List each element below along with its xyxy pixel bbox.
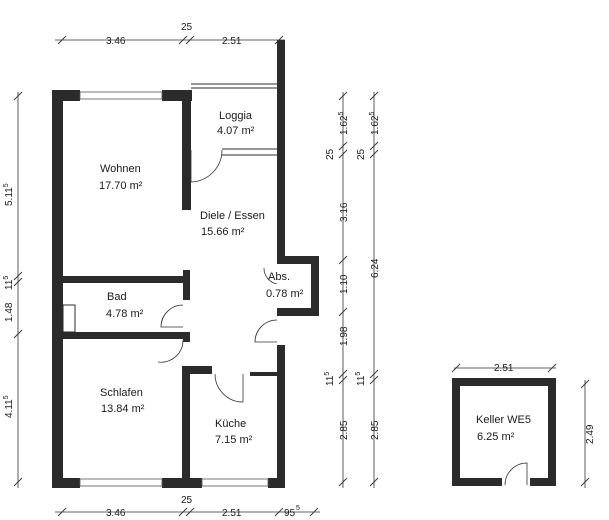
dimension-right-inner: 1.625 25 3.16 1.10 1.98 115 2.85 [324, 91, 350, 488]
dim-left-c: 1.48 [4, 302, 15, 322]
dim-ri-d: 1.10 [339, 274, 350, 294]
dim-left-d: 4.115 [3, 395, 15, 418]
loggia-area: 4.07 m² [217, 125, 255, 137]
schlafen-area: 13.84 m² [101, 403, 145, 415]
dimension-keller: 2.51 2.49 [451, 363, 596, 488]
dim-left-a: 5.115 [3, 183, 15, 206]
abs-area: 0.78 m² [266, 288, 304, 300]
room-labels: Loggia 4.07 m² Wohnen 17.70 m² Diele / E… [99, 110, 531, 446]
dim-bottom-b: 25 [181, 495, 193, 506]
dim-top-b: 25 [181, 22, 193, 33]
dimension-bottom: 3.46 25 2.51 95 5 [55, 495, 320, 519]
keller-area: 6.25 m² [477, 431, 515, 443]
bad-niche [62, 304, 76, 333]
dim-bottom-d-sup: 5 [296, 505, 300, 512]
diele-name: Diele / Essen [200, 210, 265, 222]
dim-ri-a: 1.625 [338, 112, 350, 135]
dimension-left: 5.115 115 1.48 4.115 [3, 91, 23, 488]
kueche-area: 7.15 m² [215, 434, 253, 446]
dimension-right-outer: 1.625 25 6.24 115 2.85 [355, 91, 381, 488]
loggia-name: Loggia [219, 110, 253, 122]
keller-name: Keller WE5 [476, 414, 531, 426]
schlafen-name: Schlafen [100, 387, 143, 399]
dim-ri-g: 2.85 [339, 420, 350, 440]
dimension-top: 3.46 25 2.51 [55, 22, 285, 47]
dim-ri-c: 3.16 [339, 202, 350, 222]
dim-ro-c: 6.24 [370, 258, 381, 278]
dim-top-c: 2.51 [222, 36, 242, 47]
dim-bottom-c: 2.51 [222, 508, 242, 519]
dim-ri-e: 1.98 [339, 326, 350, 346]
dim-ro-a: 1.625 [369, 112, 381, 135]
kueche-name: Küche [215, 418, 246, 430]
keller-walls [452, 378, 556, 486]
abs-name: Abs. [268, 271, 290, 283]
bad-area: 4.78 m² [106, 308, 144, 320]
dim-top-a: 3.46 [106, 36, 126, 47]
dim-keller-width: 2.51 [494, 363, 514, 374]
dim-ri-f: 115 [324, 372, 336, 386]
walls [52, 40, 319, 488]
dim-left-b: 115 [3, 276, 15, 290]
wohnen-area: 17.70 m² [99, 180, 143, 192]
diele-area: 15.66 m² [201, 226, 245, 238]
dim-keller-height: 2.49 [585, 424, 596, 444]
dim-ro-d: 115 [355, 372, 367, 386]
wohnen-name: Wohnen [100, 163, 141, 175]
dim-ro-b: 25 [356, 148, 367, 160]
dim-bottom-d: 95 [284, 508, 296, 519]
dim-ro-e: 2.85 [370, 420, 381, 440]
dim-ri-b: 25 [325, 148, 336, 160]
doors [157, 149, 528, 486]
bad-name: Bad [107, 291, 127, 303]
dim-bottom-a: 3.46 [106, 508, 126, 519]
windows [79, 83, 277, 487]
